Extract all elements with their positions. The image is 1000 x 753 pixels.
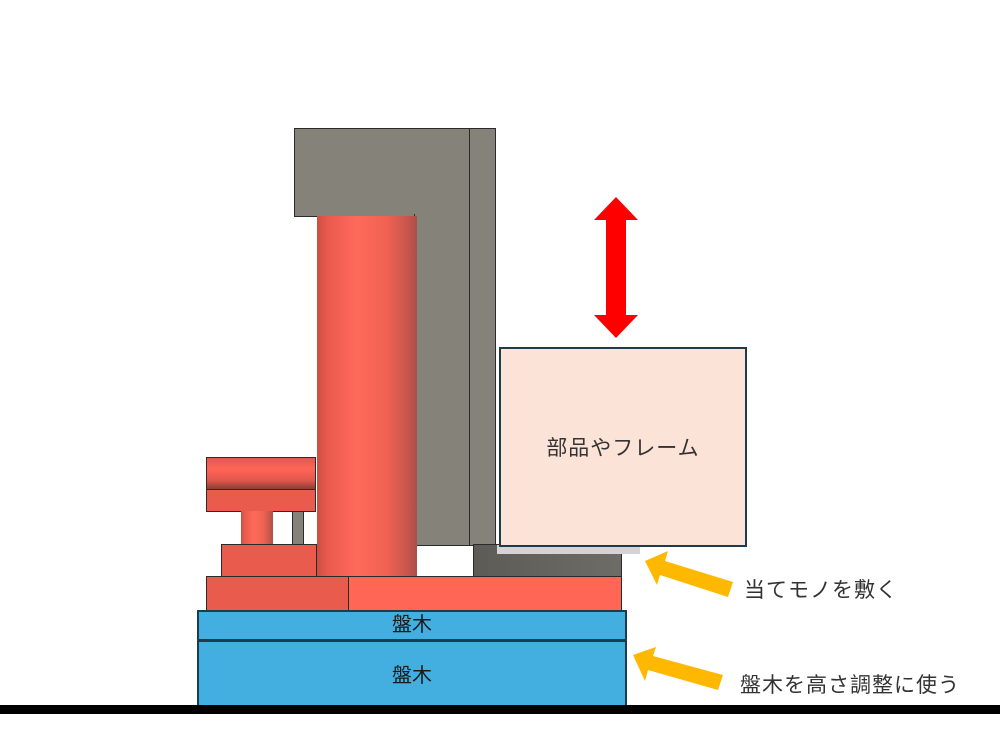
pump-stem bbox=[241, 511, 273, 545]
part-box: 部品やフレーム bbox=[499, 347, 747, 547]
shim-note: 当てモノを敷く bbox=[744, 578, 898, 602]
board-top-label: 盤木 bbox=[392, 612, 432, 636]
board-bottom-label: 盤木 bbox=[392, 663, 432, 687]
frame-top-arm bbox=[294, 128, 471, 217]
shim bbox=[497, 545, 640, 554]
pump-head bbox=[206, 457, 316, 491]
main-cylinder bbox=[317, 216, 417, 578]
base-left bbox=[206, 576, 350, 611]
frame-column bbox=[414, 214, 471, 546]
double-headed-vertical-arrow-icon bbox=[594, 197, 638, 338]
shim-pointer-arrow-icon bbox=[645, 551, 733, 597]
board-top: 盤木 bbox=[197, 610, 627, 641]
board-pointer-arrow-icon bbox=[633, 647, 723, 690]
board-note: 盤木を高さ調整に使う bbox=[740, 673, 960, 697]
frame-back-plate bbox=[469, 128, 496, 546]
ground-line bbox=[0, 705, 1000, 714]
part-label: 部品やフレーム bbox=[546, 436, 700, 460]
